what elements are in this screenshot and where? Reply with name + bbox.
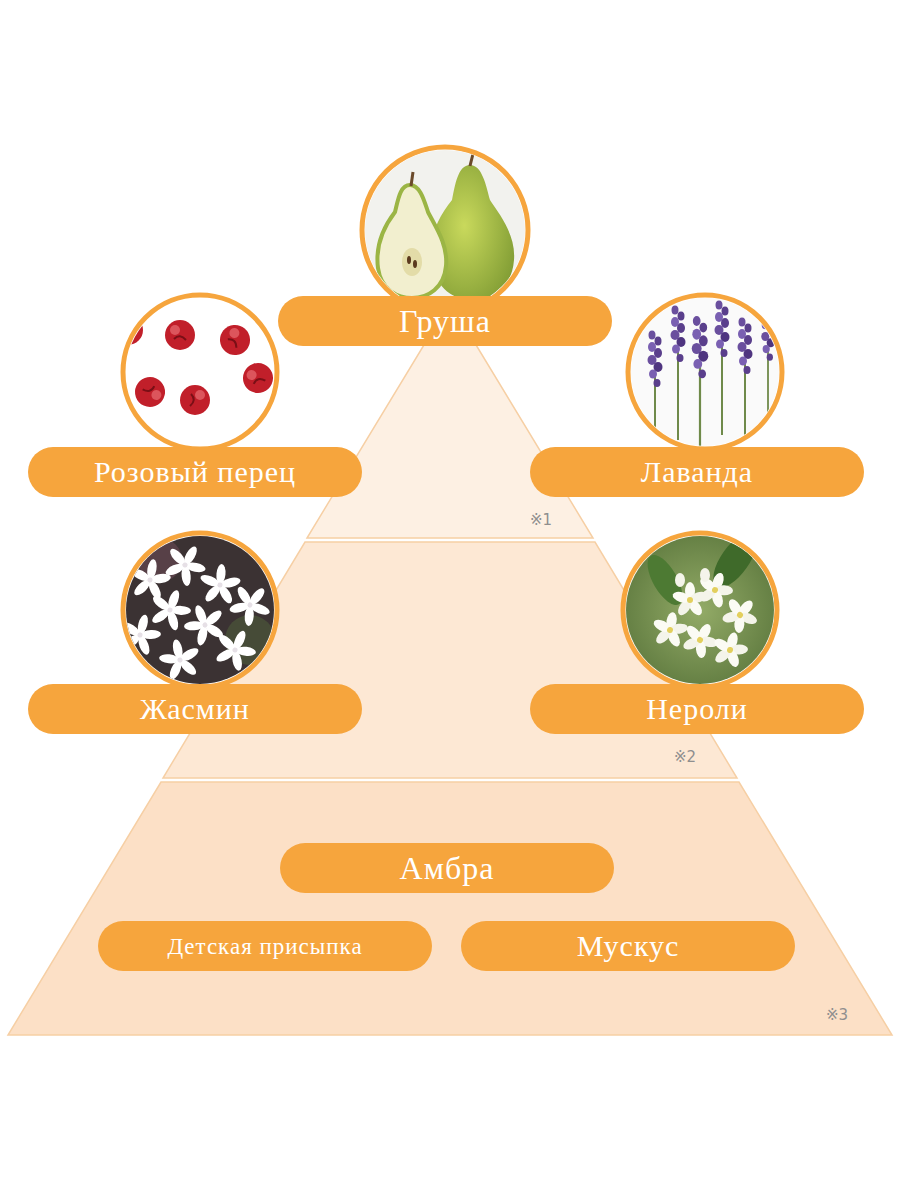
pear-photo: [360, 145, 530, 315]
note-name: Детская присыпка: [167, 935, 362, 958]
top-note-pill: Розовый перец: [28, 447, 362, 497]
pink-pepper-photo: [113, 295, 280, 455]
base-note-pill: Амбра: [280, 843, 614, 893]
note-name: Амбра: [400, 852, 495, 884]
callout-number: ※2: [674, 750, 696, 765]
note-name: Розовый перец: [94, 457, 296, 487]
note-name: Мускус: [577, 931, 680, 961]
base-note-pill: Мускус: [461, 921, 795, 971]
lavender-photo: [625, 295, 785, 465]
heart-note-pill: Жасмин: [28, 684, 362, 734]
note-name: Жасмин: [140, 694, 250, 724]
neroli-photo: [620, 526, 780, 690]
note-name: Нероли: [646, 694, 748, 724]
note-name: Лаванда: [641, 457, 753, 487]
top-note-pill: Груша: [278, 296, 612, 346]
jasmine-photo: [114, 530, 280, 690]
base-note-pill: Детская присыпка: [98, 921, 432, 971]
callout-number: ※3: [826, 1008, 848, 1023]
top-note-pill: Лаванда: [530, 447, 864, 497]
heart-note-pill: Нероли: [530, 684, 864, 734]
base-tier: [8, 782, 892, 1035]
callout-number: ※1: [530, 513, 552, 528]
note-name: Груша: [399, 305, 491, 337]
